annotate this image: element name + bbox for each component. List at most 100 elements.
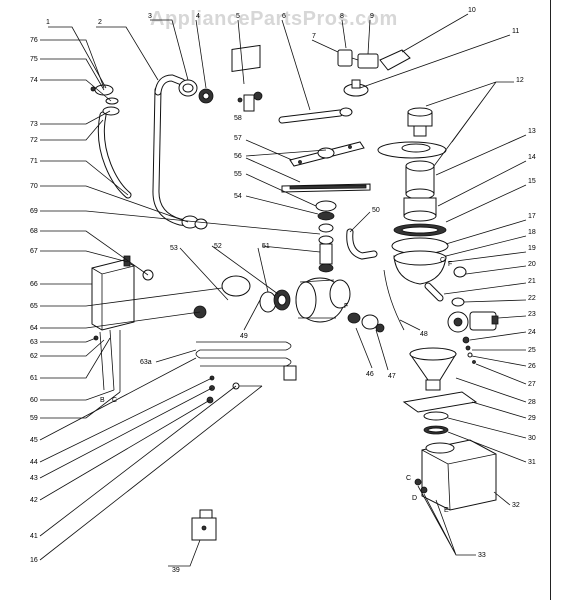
heater-element-part[interactable] bbox=[195, 341, 297, 381]
bearing-part[interactable] bbox=[315, 200, 337, 273]
callout-49: 49 bbox=[240, 333, 248, 340]
callout-7: 7 bbox=[312, 33, 316, 40]
callout-60: 60 bbox=[30, 397, 38, 404]
letter-c: C bbox=[112, 397, 117, 404]
pipe-part[interactable] bbox=[152, 74, 208, 230]
callout-17: 17 bbox=[528, 213, 536, 220]
callout-66: 66 bbox=[30, 281, 38, 288]
callout-61: 61 bbox=[30, 375, 38, 382]
callout-48: 48 bbox=[420, 331, 428, 338]
filter-assembly-part[interactable] bbox=[377, 107, 449, 285]
leader-lines bbox=[39, 13, 527, 567]
plate-part[interactable] bbox=[402, 391, 478, 435]
callout-31: 31 bbox=[528, 459, 536, 466]
callout-2: 2 bbox=[98, 19, 102, 26]
callout-57: 57 bbox=[234, 135, 242, 142]
callout-22: 22 bbox=[528, 295, 536, 302]
callout-43: 43 bbox=[30, 475, 38, 482]
callout-72: 72 bbox=[30, 137, 38, 144]
letter-c3: C bbox=[440, 257, 445, 264]
callout-58: 58 bbox=[234, 115, 242, 122]
ring-part[interactable] bbox=[178, 79, 214, 104]
callout-50: 50 bbox=[372, 207, 380, 214]
letter-b: B bbox=[100, 397, 105, 404]
callout-23: 23 bbox=[528, 311, 536, 318]
callout-29: 29 bbox=[528, 415, 536, 422]
callout-76: 76 bbox=[30, 37, 38, 44]
callout-6: 6 bbox=[282, 13, 286, 20]
drain-fitting-part[interactable] bbox=[424, 266, 467, 307]
callout-63a: 63a bbox=[140, 359, 152, 366]
callout-70: 70 bbox=[30, 183, 38, 190]
callout-56: 56 bbox=[234, 153, 242, 160]
callout-33: 33 bbox=[478, 552, 486, 559]
drain-pump-part[interactable] bbox=[447, 311, 499, 333]
page-border bbox=[550, 0, 551, 600]
watermark: AppliancePartsPros.com bbox=[150, 8, 398, 30]
callout-28: 28 bbox=[528, 399, 536, 406]
callout-5: 5 bbox=[236, 13, 240, 20]
callout-8: 8 bbox=[340, 13, 344, 20]
callout-15: 15 bbox=[528, 178, 536, 185]
callout-45: 45 bbox=[30, 437, 38, 444]
valve-part[interactable] bbox=[231, 44, 263, 112]
drain-hose-part[interactable] bbox=[383, 269, 405, 331]
callout-69: 69 bbox=[30, 208, 38, 215]
callout-24: 24 bbox=[528, 329, 536, 336]
heater-cover-part[interactable] bbox=[193, 275, 251, 319]
callout-75: 75 bbox=[30, 56, 38, 63]
connector-part[interactable] bbox=[191, 509, 217, 541]
callout-68: 68 bbox=[30, 228, 38, 235]
callout-14: 14 bbox=[528, 154, 536, 161]
callout-47: 47 bbox=[388, 373, 396, 380]
spray-arm-lower-part[interactable] bbox=[281, 183, 371, 193]
funnel-part[interactable] bbox=[409, 347, 457, 391]
spray-arm-upper-part[interactable] bbox=[289, 141, 365, 167]
callout-26: 26 bbox=[528, 363, 536, 370]
letter-d: D bbox=[412, 495, 417, 502]
spray-tube-part[interactable] bbox=[278, 107, 353, 124]
connection-letters: B C D C E F F C bbox=[100, 257, 452, 514]
callout-46: 46 bbox=[366, 371, 374, 378]
sensor-part[interactable] bbox=[337, 49, 411, 97]
callout-42: 42 bbox=[30, 497, 38, 504]
tank-part[interactable] bbox=[91, 255, 154, 331]
callout-64: 64 bbox=[30, 325, 38, 332]
fitting-part[interactable] bbox=[90, 84, 120, 116]
callout-44: 44 bbox=[30, 459, 38, 466]
callout-11: 11 bbox=[512, 28, 519, 35]
clip-part[interactable] bbox=[462, 336, 476, 364]
callout-32: 32 bbox=[512, 502, 520, 509]
callout-55: 55 bbox=[234, 171, 242, 178]
callout-65: 65 bbox=[30, 303, 38, 310]
callout-59: 59 bbox=[30, 415, 38, 422]
callout-21: 21 bbox=[528, 278, 536, 285]
hose-part[interactable] bbox=[97, 111, 132, 199]
callout-63: 63 bbox=[30, 339, 38, 346]
callout-19: 19 bbox=[528, 245, 536, 252]
callout-4: 4 bbox=[196, 13, 200, 20]
callout-71: 71 bbox=[30, 158, 38, 165]
callout-51: 51 bbox=[262, 243, 270, 250]
callout-10: 10 bbox=[468, 7, 476, 14]
wire-part[interactable] bbox=[93, 329, 121, 392]
callout-30: 30 bbox=[528, 435, 536, 442]
pump-motor-part[interactable] bbox=[295, 277, 385, 333]
callout-27: 27 bbox=[528, 381, 536, 388]
callout-53: 53 bbox=[170, 245, 178, 252]
screw-part[interactable] bbox=[206, 375, 262, 404]
letter-f2: F bbox=[448, 261, 452, 268]
callout-41: 41 bbox=[30, 533, 38, 540]
callout-20: 20 bbox=[528, 261, 536, 268]
callout-labels: 1 2 3 4 5 6 7 8 9 10 11 12 13 14 15 16 1… bbox=[30, 7, 536, 574]
callout-54: 54 bbox=[234, 193, 242, 200]
impeller-part[interactable] bbox=[259, 289, 291, 313]
softener-box-part[interactable] bbox=[414, 439, 497, 511]
callout-74: 74 bbox=[30, 77, 38, 84]
callout-12: 12 bbox=[516, 77, 524, 84]
callout-3: 3 bbox=[148, 13, 152, 20]
callout-67: 67 bbox=[30, 248, 38, 255]
callout-52: 52 bbox=[214, 243, 222, 250]
elbow-hose-part[interactable] bbox=[346, 228, 378, 260]
